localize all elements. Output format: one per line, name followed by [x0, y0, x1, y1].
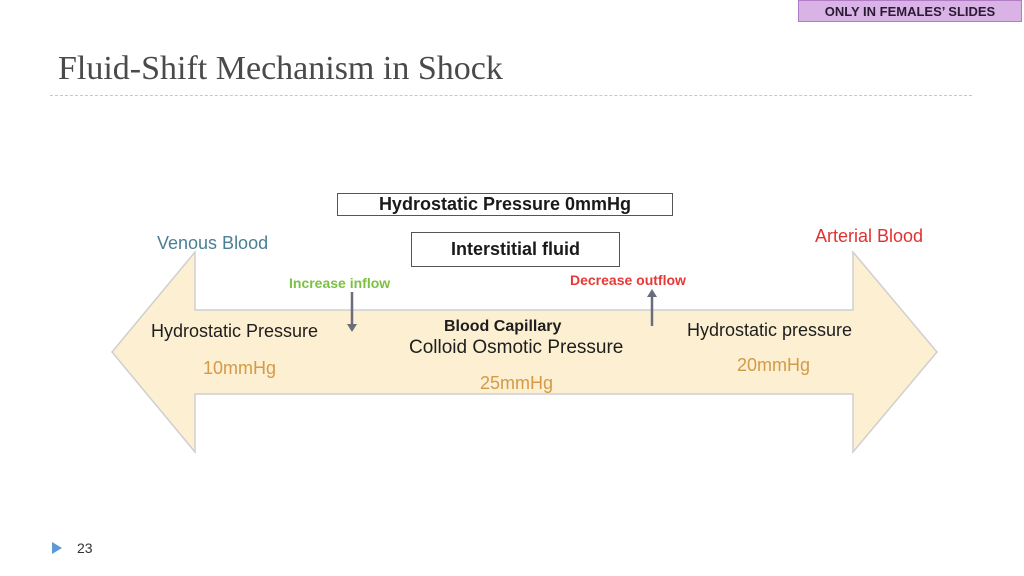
page-number: 23 [77, 540, 93, 556]
slide-title: Fluid-Shift Mechanism in Shock [58, 50, 503, 87]
triangle-right-icon [52, 542, 62, 554]
arterial-hydrostatic-pressure-value: 20mmHg [737, 355, 811, 375]
venous-hydrostatic-pressure-label: Hydrostatic Pressure [151, 321, 319, 341]
capillary-double-arrow [111, 249, 938, 455]
venous-blood-label: Venous Blood [157, 233, 269, 253]
hydrostatic-pressure-box: Hydrostatic Pressure 0mmHg [337, 193, 673, 216]
colloid-osmotic-pressure-label: Colloid Osmotic Pressure [409, 337, 624, 358]
interstitial-fluid-box: Interstitial fluid [411, 232, 620, 267]
arterial-hydrostatic-pressure-label: Hydrostatic pressure [687, 320, 853, 340]
outflow-arrow-icon [647, 289, 657, 326]
colloid-osmotic-pressure-value: 25mmHg [480, 373, 554, 393]
females-only-badge: ONLY IN FEMALES’ SLIDES [798, 0, 1022, 22]
inflow-arrow-icon [347, 292, 357, 332]
arterial-blood-label: Arterial Blood [815, 226, 924, 246]
venous-hydrostatic-pressure-value: 10mmHg [203, 358, 277, 378]
blood-capillary-label: Blood Capillary [444, 318, 562, 335]
increase-inflow-label: Increase inflow [289, 275, 391, 291]
decrease-outflow-label: Decrease outflow [570, 272, 686, 288]
title-divider [50, 95, 972, 96]
